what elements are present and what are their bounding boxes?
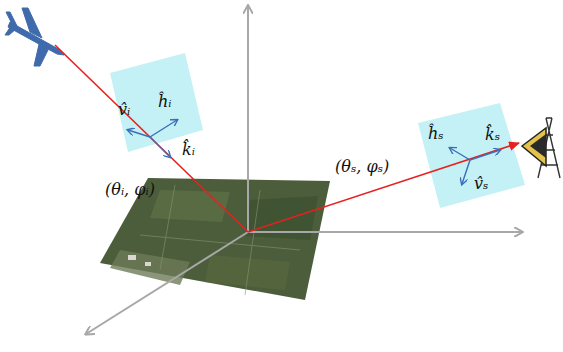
angle-label: (θₛ, φₛ) (335, 157, 389, 177)
plane-fill (110, 53, 203, 152)
vector-label: k̂ₛ (485, 125, 500, 145)
plane-shape (415, 100, 528, 212)
ray-lines (55, 45, 519, 232)
angle-label: (θᵢ, φᵢ) (105, 180, 155, 200)
incident-polarization-plane: ĥᵢ v̂ᵢ (108, 50, 208, 155)
vector-label: ĥᵢ (158, 92, 172, 112)
ground-image (100, 178, 330, 300)
vector-label: ĥₛ (428, 124, 444, 144)
coordinate-axes (86, 6, 522, 334)
airplane-icon (5, 8, 64, 66)
plane-fill (418, 103, 525, 208)
horn-antenna-icon (522, 118, 560, 178)
scattered-polarization-plane: ĥₛ k̂ₛ v̂ₛ (415, 100, 528, 212)
vector-label: v̂ₛ (474, 174, 488, 194)
vector-label: k̂ᵢ (182, 140, 195, 160)
vector-label: v̂ᵢ (118, 100, 130, 120)
unit-vectors (128, 120, 500, 184)
